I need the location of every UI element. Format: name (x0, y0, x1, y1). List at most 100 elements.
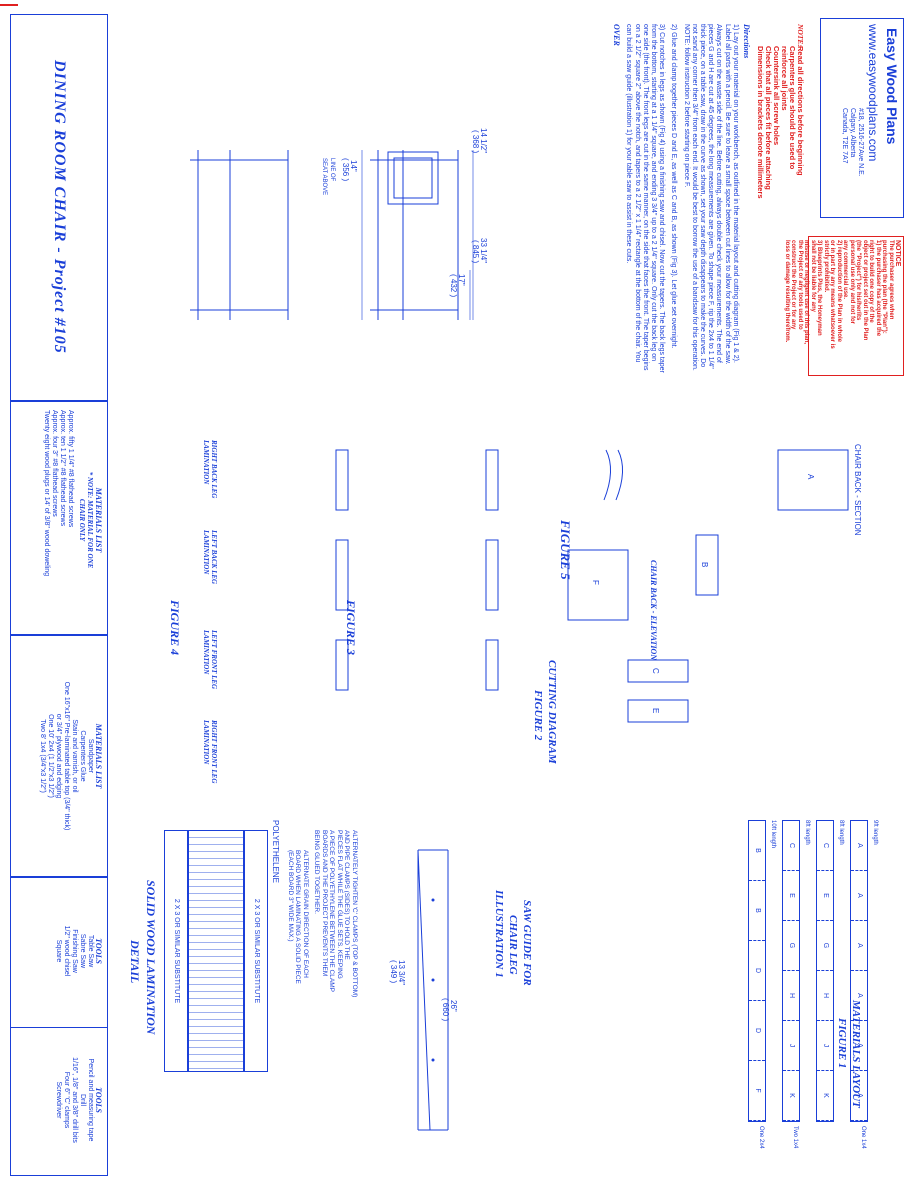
svg-text:F: F (591, 580, 600, 585)
materials-list-1: MATERIALS LIST * NOTE: MATERIAL FOR ONE … (42, 410, 103, 630)
label-line: RIGHT FRONT LEG (210, 720, 218, 784)
layout-piece: H (783, 971, 799, 1021)
layout-piece: B (749, 821, 765, 881)
svg-text:C: C (651, 668, 660, 674)
right-back-leg-label: RIGHT BACK LEG LAMINATION (202, 440, 218, 498)
layout-piece: K (817, 1071, 833, 1121)
lamination-detail: 2 X 3 OR SIMILAR SUBSTITUTE 2 X 3 OR SIM… (118, 820, 358, 1170)
layout-piece: E (783, 871, 799, 921)
text-line: A PIECE OF POLYETHYLENE BETWEEN THE CLAM… (328, 830, 336, 992)
text-line: Approx. fifty 1 1/4" #8 flathead screws (67, 410, 74, 528)
layout-piece: K (783, 1071, 799, 1121)
text-line: 3) Blueprints Plus, the Honeyman (816, 240, 823, 336)
clamp-board-bottom: 2 X 3 OR SIMILAR SUBSTITUTE (164, 830, 188, 1072)
label-line: LAMINATION (202, 530, 210, 575)
svg-text:E: E (651, 708, 660, 713)
layout-piece: A (851, 871, 867, 921)
materials-title: MATERIALS LIST (94, 487, 103, 553)
text-line: ALTERNATELY TIGHTEN 'C' CLAMPS (TOP & BO… (351, 830, 358, 998)
step-text: Glue and clamp together pieces D and E, … (670, 32, 678, 349)
directions-title: Directions (742, 24, 751, 59)
dim-text: ( 349 ) (389, 960, 398, 984)
direction-step: 2) Glue and clamp together pieces D and … (669, 24, 677, 374)
text-line: Two 8' 1x4 (3/4"x3 1/2") (39, 719, 46, 793)
figure3-label: FIGURE 3 (344, 600, 358, 656)
dim-text: 33 1/4" (479, 238, 488, 264)
left-back-leg-label: LEFT BACK LEG LAMINATION (202, 530, 218, 584)
text-line: Pencil and measuring tape (87, 1058, 94, 1142)
laminated-boards (188, 830, 244, 1072)
step-number: 3) (658, 24, 666, 33)
text-line: Carpenters Glue (79, 730, 86, 782)
direction-step: 3) Cut notches in legs as shown (Fig 4) … (624, 24, 665, 374)
materials-note: CHAIR ONLY (78, 498, 86, 542)
text-line: (EACH BOARD 3" WIDE MAX.) (287, 850, 294, 942)
layout-piece: F (749, 1061, 765, 1121)
label-line: LAMINATION (202, 440, 210, 485)
text-line: Dimensions in brackets denote millimeter… (756, 46, 765, 199)
red-corner-mark (0, 4, 18, 6)
layout-piece: G (817, 921, 833, 971)
text-line: The purchaser agrees when (888, 240, 894, 320)
chair-back-elevation-label: CHAIR BACK - ELEVATION (649, 560, 658, 661)
layout-piece: D (749, 941, 765, 1001)
text-line: BOARD WHEN LAMINATING A SOLID PIECE (294, 850, 302, 984)
notice-title: NOTICE (894, 240, 901, 267)
seat-plan-drawing (387, 151, 439, 205)
text-line: 1/16", 1/8" and 3/8" drill bits (71, 1057, 78, 1143)
text-line: reinforce all joints (780, 46, 789, 111)
dim-text: ( 845 ) (471, 240, 480, 264)
layout-piece: C (817, 821, 833, 871)
text-line: BEING GLUED TOGETHER. (313, 830, 321, 914)
label-line: LEFT FRONT LEG (210, 630, 218, 690)
layout-piece: G (783, 921, 799, 971)
svg-text:B: B (700, 562, 709, 567)
step-number: 2) (670, 24, 678, 33)
chair-back-section-label: CHAIR BACK - SECTION (853, 444, 862, 536)
text-line: ALTERNATE GRAIN DIRECTION OF EACH (302, 850, 309, 978)
note-line: LINE OF (329, 158, 335, 182)
text-line: Stain and varnish, or oil (71, 719, 78, 793)
dim-text: 14" (349, 160, 358, 172)
figure1-title: MATERIALS LAYOUT (850, 1000, 862, 1108)
figure2-drawing: A B F C E (567, 449, 849, 723)
label-line: LAMINATION (202, 630, 210, 675)
text-line: shall not be liable for any (810, 240, 816, 313)
text-line: construct the Project or for any (790, 240, 797, 330)
tools-title: TOOLS (94, 938, 103, 964)
dim-text: 26" (449, 1000, 458, 1012)
label-line: LAMINATION (202, 720, 210, 765)
text-line: 1/2" wood chisel (63, 925, 70, 977)
lamination-instructions: ALTERNATELY TIGHTEN 'C' CLAMPS (TOP & BO… (287, 830, 359, 1130)
left-front-leg-label: LEFT FRONT LEG LAMINATION (202, 630, 218, 689)
layout-length: 8ft length (804, 820, 810, 845)
text-line: One 16"x16" Pre-laminated table top (3/4… (63, 681, 70, 831)
text-line: PIECES FLAT WHILE THE GLUE SETS. KEEPING (336, 830, 343, 979)
materials-title: MATERIALS LIST (94, 723, 103, 789)
step-text: Lay out your material on your workbench,… (682, 24, 739, 371)
lamination-detail-label: DETAIL (128, 940, 142, 984)
text-line: misuse or negligent use of this plan, (803, 240, 810, 345)
lamination-text: ALTERNATELY TIGHTEN 'C' CLAMPS (TOP & BO… (313, 830, 359, 1130)
text-line: Read all directions before beginning (796, 46, 805, 176)
text-line: right to build one copy of the (868, 240, 875, 323)
note-block: NOTE: Read all directions before beginni… (756, 24, 805, 199)
dim-text: ( 660 ) (441, 998, 450, 1022)
tools-title: TOOLS (94, 1087, 103, 1113)
illustration-title-b: CHAIR LEG (507, 915, 519, 975)
figure5-drawing (190, 150, 474, 320)
